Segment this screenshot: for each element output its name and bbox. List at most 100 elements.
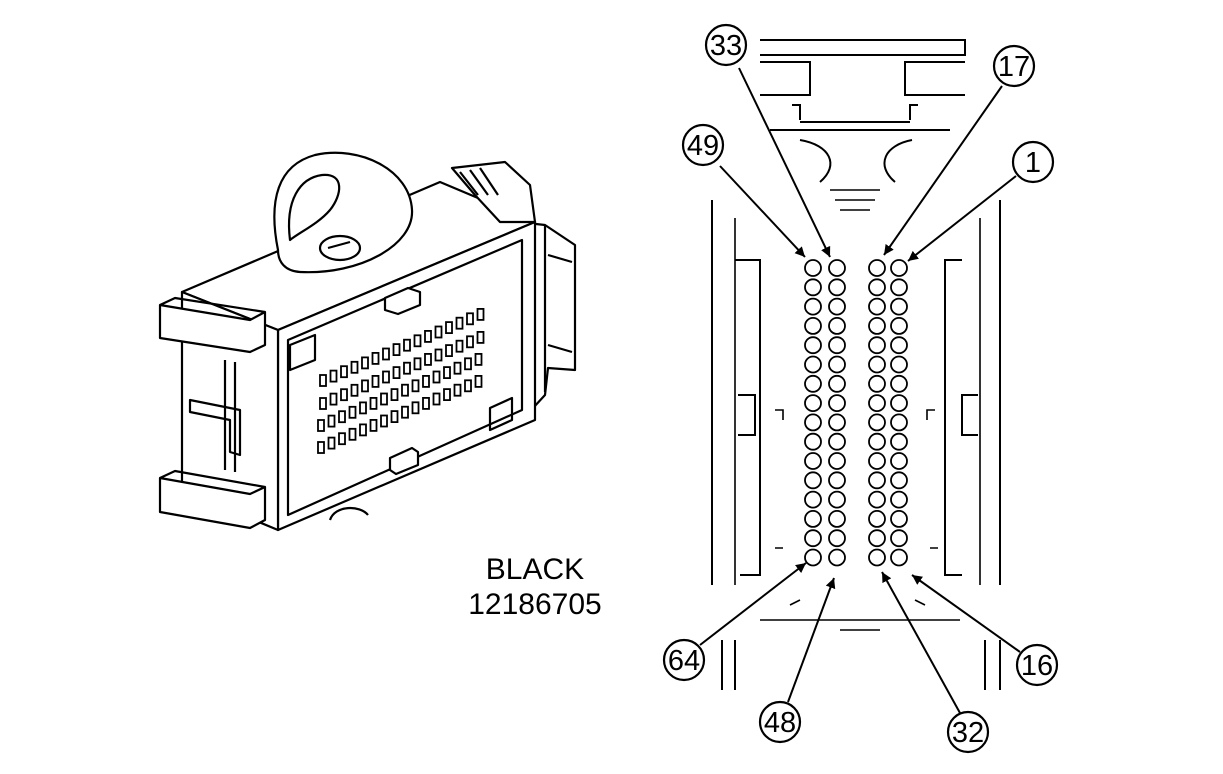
pin-46: [828, 510, 846, 528]
terminal-cavity: [445, 321, 453, 335]
terminal-cavity: [424, 329, 432, 343]
pin-43: [828, 452, 846, 470]
terminal-cavity: [359, 401, 367, 415]
terminal-cavity: [445, 344, 453, 358]
terminal-cavity: [453, 361, 462, 375]
terminal-cavity: [348, 427, 357, 441]
terminal-cavity: [466, 335, 474, 349]
pin-14: [890, 510, 908, 528]
callout-label-32: 32: [952, 717, 984, 749]
pin-12: [890, 471, 908, 490]
pin-56: [804, 394, 822, 413]
pin-36: [828, 316, 846, 335]
pin-29: [868, 490, 886, 509]
pin-21: [868, 336, 886, 355]
pin-50: [804, 278, 822, 297]
terminal-cavity: [340, 388, 348, 402]
callout-pin-48: 48: [758, 577, 836, 744]
callout-label-1: 1: [1025, 147, 1041, 179]
pin-45: [828, 490, 846, 509]
terminal-cavity: [380, 414, 388, 428]
terminal-cavity: [338, 432, 346, 446]
pin-11: [890, 452, 908, 470]
terminal-cavity: [382, 370, 390, 384]
pin-grid: [804, 259, 908, 567]
terminal-cavity-grid: [317, 307, 485, 454]
pin-51: [804, 297, 822, 316]
pin-16: [890, 548, 908, 567]
pin-55: [804, 374, 822, 393]
terminal-cavity: [443, 388, 451, 402]
terminal-cavity: [327, 436, 336, 450]
terminal-cavity: [329, 392, 338, 406]
pin-64: [804, 548, 822, 567]
terminal-cavity: [359, 423, 367, 437]
pin-33: [828, 259, 846, 277]
pin-48: [828, 548, 846, 567]
pin-63: [804, 529, 822, 548]
terminal-cavity: [340, 365, 348, 379]
pin-35: [828, 297, 846, 316]
terminal-cavity: [455, 316, 464, 330]
pin-61: [804, 490, 822, 509]
pin-34: [828, 278, 846, 297]
pin-57: [804, 413, 822, 432]
callout-label-64: 64: [668, 645, 700, 677]
pin-7: [890, 374, 908, 393]
pin-22: [868, 355, 886, 374]
terminal-cavity: [361, 379, 369, 393]
callout-pin-16: 16: [911, 574, 1059, 687]
terminal-cavity: [338, 410, 346, 424]
terminal-cavity: [369, 418, 378, 432]
pin-20: [868, 316, 886, 335]
pin-39: [828, 374, 846, 393]
terminal-cavity: [474, 374, 483, 388]
terminal-cavity: [411, 401, 420, 415]
pin-32: [868, 548, 886, 567]
terminal-cavity: [432, 370, 441, 384]
callout-pin-33: 33: [704, 23, 831, 258]
pin-4: [890, 316, 908, 335]
callout-label-16: 16: [1021, 650, 1053, 682]
pin-5: [890, 336, 908, 355]
terminal-cavity: [319, 374, 327, 387]
pin-52: [804, 316, 822, 335]
pin-59: [804, 452, 822, 470]
terminal-cavity: [371, 351, 380, 365]
callout-pin-32: 32: [881, 571, 990, 754]
pin-18: [868, 278, 886, 297]
terminal-cavity: [361, 356, 369, 370]
pin-3: [890, 297, 908, 316]
pin-58: [804, 432, 822, 451]
terminal-cavity: [319, 397, 327, 410]
pin-37: [828, 336, 846, 355]
terminal-cavity: [443, 366, 451, 380]
terminal-cavity: [411, 379, 420, 393]
pin-27: [868, 452, 886, 470]
terminal-cavity: [413, 334, 422, 348]
pin-47: [828, 529, 846, 548]
terminal-cavity: [392, 366, 401, 380]
pin-17: [868, 259, 886, 277]
terminal-cavity: [476, 307, 485, 321]
pin-23: [868, 374, 886, 393]
pin-6: [890, 355, 908, 374]
callout-pin-17: 17: [883, 44, 1036, 256]
connector-face-view: [711, 39, 1001, 690]
terminal-cavity: [380, 392, 388, 406]
pin-42: [828, 432, 846, 451]
callout-label-17: 17: [998, 51, 1030, 83]
terminal-cavity: [464, 379, 472, 393]
connector-color-label: BLACK: [485, 553, 585, 586]
pin-13: [890, 490, 908, 509]
callout-pin-49: 49: [681, 123, 806, 258]
terminal-cavity: [392, 343, 401, 357]
terminal-cavity: [403, 338, 411, 352]
terminal-cavity: [371, 374, 380, 388]
terminal-cavity: [453, 383, 462, 397]
pin-2: [890, 278, 908, 297]
terminal-cavity: [317, 441, 325, 454]
pin-40: [828, 394, 846, 413]
terminal-cavity: [329, 369, 338, 383]
terminal-cavity: [350, 383, 359, 397]
